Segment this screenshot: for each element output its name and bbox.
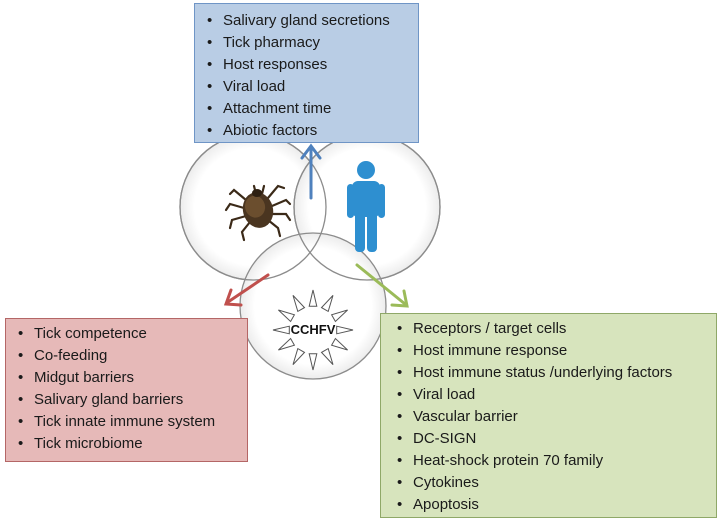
virus-spike xyxy=(308,289,318,307)
virus-spike xyxy=(278,309,296,323)
human-icon xyxy=(347,161,385,252)
virus-spike xyxy=(292,295,306,313)
list-item: Host immune status /underlying factors xyxy=(391,362,716,384)
virus-spike xyxy=(278,337,296,351)
list-item: Receptors / target cells xyxy=(391,318,716,340)
list-item: Tick microbiome xyxy=(12,433,247,455)
virus-spike xyxy=(330,309,348,323)
list-item: Co-feeding xyxy=(12,345,247,367)
list-item: Tick pharmacy xyxy=(201,32,418,54)
list-item: Host responses xyxy=(201,54,418,76)
virus-spike xyxy=(292,347,306,365)
tick-to-host-factors-list: Salivary gland secretions Tick pharmacy … xyxy=(201,10,418,142)
list-item: Tick competence xyxy=(12,323,247,345)
tick-factors-box: Tick competence Co-feeding Midgut barrie… xyxy=(5,318,248,462)
tick-to-host-factors-box: Salivary gland secretions Tick pharmacy … xyxy=(194,3,419,143)
host-factors-box: Receptors / target cells Host immune res… xyxy=(380,313,717,518)
host-factors-list: Receptors / target cells Host immune res… xyxy=(391,318,716,516)
virus-spike xyxy=(330,337,348,351)
list-item: Heat-shock protein 70 family xyxy=(391,450,716,472)
list-item: Viral load xyxy=(201,76,418,98)
virus-icon xyxy=(272,289,354,371)
list-item: Attachment time xyxy=(201,98,418,120)
virus-spike xyxy=(272,325,290,335)
virus-spike xyxy=(336,325,354,335)
virus-spike xyxy=(320,295,334,313)
list-item: Apoptosis xyxy=(391,494,716,516)
tick-icon xyxy=(224,184,292,242)
virus-spike xyxy=(320,347,334,365)
list-item: Salivary gland barriers xyxy=(12,389,247,411)
left-arrow xyxy=(223,273,270,307)
tick-factors-list: Tick competence Co-feeding Midgut barrie… xyxy=(12,323,247,455)
list-item: Viral load xyxy=(391,384,716,406)
list-item: Tick innate immune system xyxy=(12,411,247,433)
right-arrow xyxy=(355,263,409,308)
list-item: Vascular barrier xyxy=(391,406,716,428)
list-item: Cytokines xyxy=(391,472,716,494)
top-arrow xyxy=(300,143,322,200)
list-item: Host immune response xyxy=(391,340,716,362)
virus-label: CCHFV xyxy=(291,322,336,337)
list-item: Abiotic factors xyxy=(201,120,418,142)
list-item: Salivary gland secretions xyxy=(201,10,418,32)
list-item: Midgut barriers xyxy=(12,367,247,389)
virus-spike xyxy=(308,353,318,371)
list-item: DC-SIGN xyxy=(391,428,716,450)
